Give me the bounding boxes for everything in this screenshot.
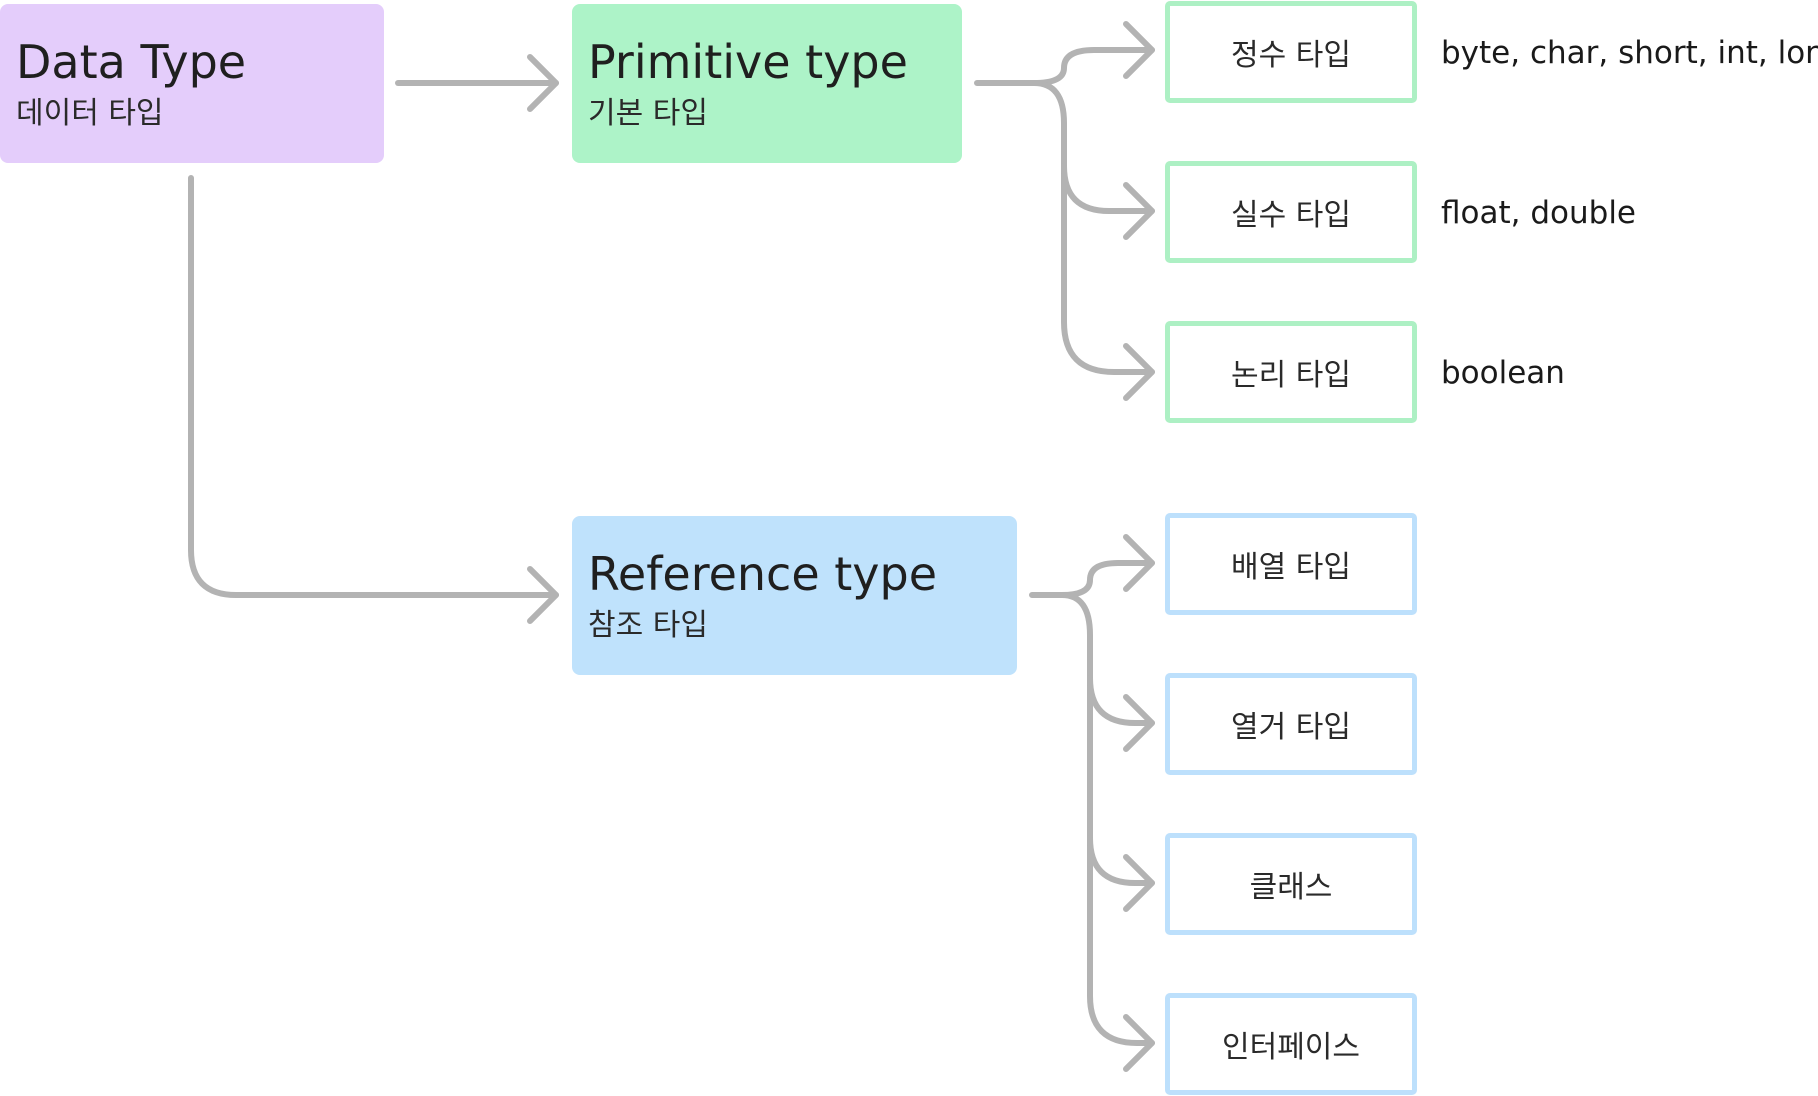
- data-type-subtitle: 데이터 타입: [16, 96, 164, 131]
- array-type-label: 배열 타입: [1231, 550, 1351, 585]
- boolean-type-label: 논리 타입: [1231, 358, 1351, 393]
- integer-type-box: 정수 타입: [1165, 1, 1417, 103]
- arrowhead-primitive-integer: [1123, 21, 1155, 79]
- reference-type-subtitle: 참조 타입: [588, 608, 708, 643]
- enum-type-box: 열거 타입: [1165, 673, 1417, 775]
- interface-type-box: 인터페이스: [1165, 993, 1417, 1095]
- primitive-type-subtitle: 기본 타입: [588, 96, 708, 131]
- branch-primitive-to-float: [1061, 163, 1155, 214]
- float-type-examples: float, double: [1441, 195, 1637, 231]
- branch-reference-to-class: [1087, 835, 1155, 886]
- arrowhead-reference-class: [1123, 854, 1155, 912]
- float-type-box: 실수 타입: [1165, 161, 1417, 263]
- primitive-type-title: Primitive type: [588, 35, 908, 89]
- arrowhead-reference-interface: [1123, 1014, 1155, 1072]
- enum-type-label: 열거 타입: [1231, 710, 1351, 745]
- branch-primitive-trunk: [1031, 80, 1155, 375]
- arrow-data-to-reference: [188, 175, 559, 598]
- arrowhead-primitive-boolean: [1123, 343, 1155, 401]
- class-type-label: 클래스: [1249, 870, 1333, 905]
- interface-type-label: 인터페이스: [1222, 1030, 1360, 1065]
- boolean-type-examples: boolean: [1441, 355, 1565, 391]
- float-type-label: 실수 타입: [1231, 198, 1351, 233]
- data-type-title: Data Type: [16, 35, 247, 89]
- data-type-node: Data Type 데이터 타입: [0, 4, 384, 163]
- integer-type-label: 정수 타입: [1231, 38, 1351, 73]
- class-type-box: 클래스: [1165, 833, 1417, 935]
- arrowhead-primitive-float: [1123, 182, 1155, 240]
- branch-reference-trunk: [1059, 592, 1155, 1046]
- reference-type-node: Reference type 참조 타입: [572, 516, 1017, 675]
- branch-reference-to-enum: [1087, 675, 1155, 726]
- arrowhead-data-to-reference: [527, 566, 559, 624]
- arrowhead-reference-array: [1123, 534, 1155, 592]
- boolean-type-box: 논리 타입: [1165, 321, 1417, 423]
- integer-type-examples: byte, char, short, int, long: [1441, 35, 1818, 71]
- reference-type-title: Reference type: [588, 547, 938, 601]
- primitive-type-node: Primitive type 기본 타입: [572, 4, 962, 163]
- array-type-box: 배열 타입: [1165, 513, 1417, 615]
- arrowhead-data-to-primitive: [527, 54, 559, 112]
- arrowhead-reference-enum: [1123, 694, 1155, 752]
